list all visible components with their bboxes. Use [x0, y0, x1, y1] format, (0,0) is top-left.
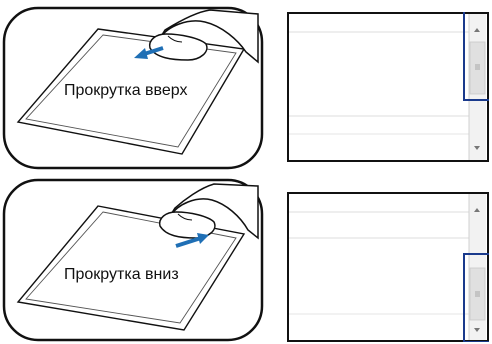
- touchpad-panel-scroll-down: Прокрутка вниз: [0, 176, 268, 344]
- window-scroll-down: [287, 192, 489, 342]
- scroll-up-label: Прокрутка вверх: [64, 82, 187, 100]
- scrollbar-thumb: [470, 42, 485, 94]
- touchpad-panel-scroll-up: Прокрутка вверх: [0, 4, 268, 172]
- window-scroll-up: [287, 12, 489, 162]
- scroll-down-label: Прокрутка вниз: [64, 266, 179, 284]
